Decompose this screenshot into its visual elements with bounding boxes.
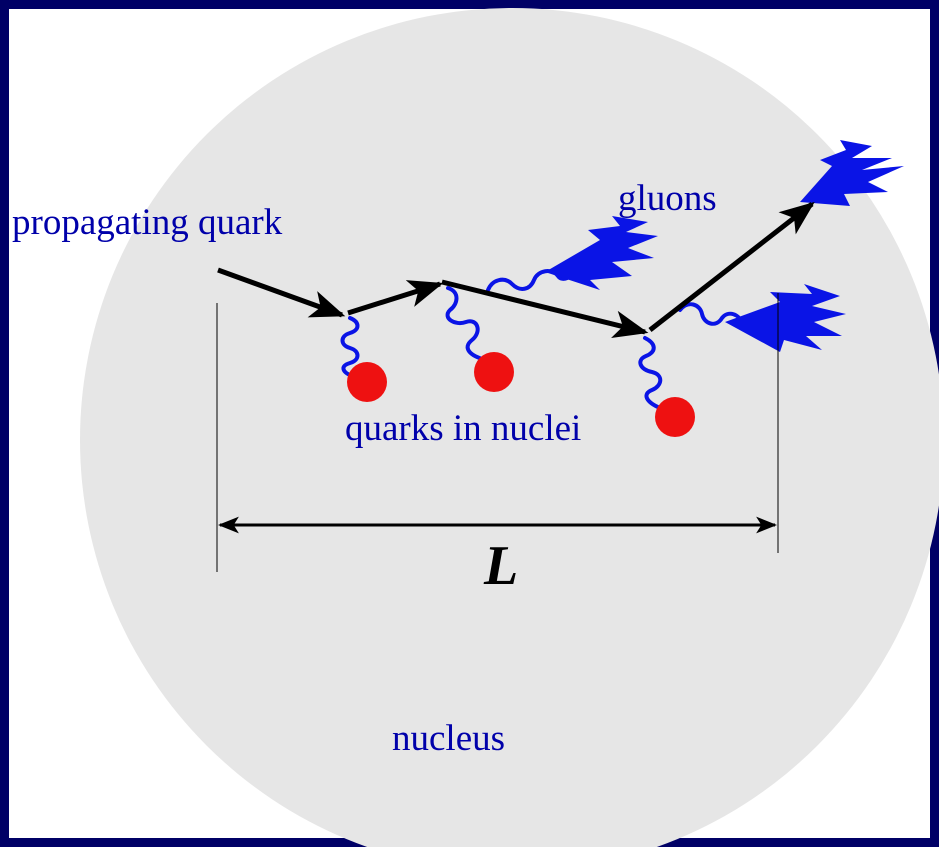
trajectory-arrow-2 (347, 280, 444, 316)
gluon-burst-3 (800, 140, 904, 206)
trajectory-arrow-4 (648, 201, 815, 332)
length-marker (216, 293, 779, 572)
gluon-exchange-2 (445, 286, 488, 362)
gluon-bursts (545, 140, 904, 352)
trajectory-arrow-3 (441, 279, 649, 339)
target-quark-3 (655, 397, 695, 437)
label-length: L (483, 535, 518, 597)
quark-trajectory (217, 201, 815, 339)
label-nucleus: nucleus (392, 718, 505, 759)
gluon-burst-2 (725, 284, 846, 352)
gluon-burst-1 (545, 216, 658, 290)
target-quark-2 (474, 352, 514, 392)
trajectory-arrow-1 (217, 267, 346, 318)
label-quarks-in-nuclei: quarks in nuclei (345, 408, 581, 449)
label-propagating-quark: propagating quark (12, 202, 283, 243)
gluon-exchange-3 (638, 336, 663, 410)
gluon-exchange-1 (340, 316, 360, 378)
nucleus-disc (80, 8, 939, 847)
gluon-emission-1 (486, 266, 580, 292)
target-quarks (347, 352, 695, 437)
gluon-lines (340, 266, 764, 410)
label-gluons: gluons (618, 178, 717, 219)
target-quark-1 (347, 362, 387, 402)
